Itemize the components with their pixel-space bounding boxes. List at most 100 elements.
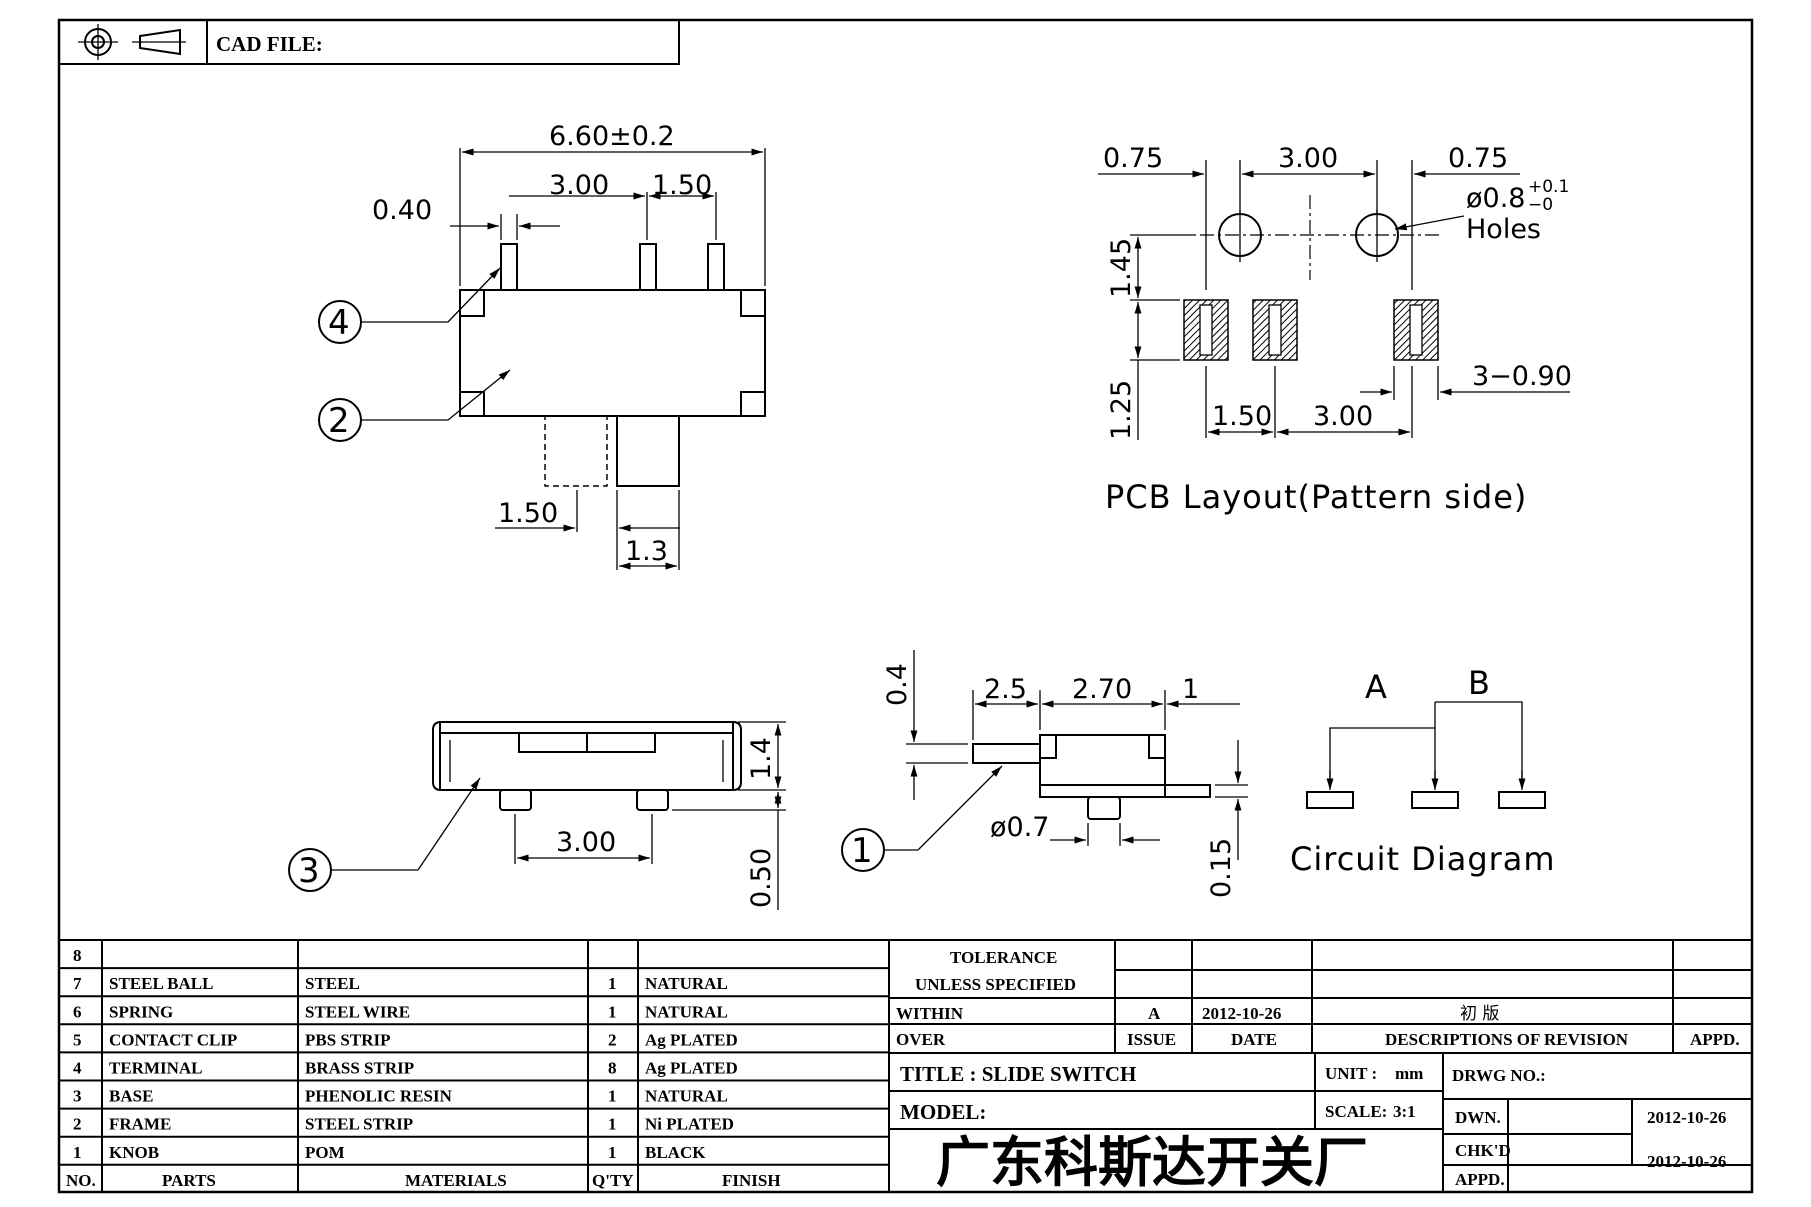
side-view: 2.5 2.70 1 0.4 0.15 ø0.7 1 — [841, 650, 1248, 898]
bom-cell-finish: BLACK — [645, 1143, 706, 1162]
bom-cell-material: POM — [305, 1143, 345, 1162]
bom-cell-qty: 1 — [608, 1143, 617, 1162]
circuit-diagram: A B Circuit Diagram — [1290, 664, 1555, 878]
knob-alt-position — [544, 415, 608, 487]
unit-value: mm — [1395, 1064, 1423, 1083]
bom-row: 8 — [73, 946, 82, 965]
dim-pcb-v2: 1.25 — [1106, 380, 1137, 440]
circuit-label-a: A — [1365, 668, 1388, 706]
frame-tab — [1039, 784, 1211, 798]
svg-text:4: 4 — [328, 303, 350, 343]
bom-cell-part: BASE — [109, 1087, 153, 1106]
bom-cell-qty: 1 — [608, 1115, 617, 1134]
dim-height: 1.4 — [746, 737, 777, 780]
bom-cell-part: SPRING — [109, 1002, 173, 1021]
terminal-foot — [636, 789, 669, 811]
dim-knob-offset: 1.50 — [498, 498, 558, 529]
bom-cell-finish: Ni PLATED — [645, 1115, 734, 1134]
dim-knob-thickness: 0.4 — [882, 663, 913, 706]
hole-tol-plus: +0.1 — [1528, 177, 1569, 197]
unit-label: UNIT : — [1325, 1064, 1377, 1083]
tolerance-label: TOLERANCE — [950, 948, 1057, 967]
dim-knob-travel: 2.5 — [984, 674, 1027, 705]
revision-date: 2012-10-26 — [1202, 1004, 1281, 1023]
dim-pcb-v1: 1.45 — [1106, 238, 1137, 298]
bom-cell-finish: NATURAL — [645, 1087, 728, 1106]
holes-label: Holes — [1466, 214, 1541, 245]
bom-cell-qty: 1 — [608, 1087, 617, 1106]
bom-cell-finish: Ag PLATED — [645, 1059, 738, 1078]
terminal-pin — [639, 243, 657, 291]
bom-cell-no: 2 — [73, 1115, 82, 1134]
first-angle-projection-icon — [78, 24, 186, 60]
dim-overall-width: 6.60±0.2 — [549, 121, 675, 152]
circuit-terminal — [1306, 791, 1354, 809]
circuit-terminal — [1498, 791, 1546, 809]
dim-body-length: 2.70 — [1072, 674, 1132, 705]
bom-cell-no: 1 — [73, 1143, 82, 1162]
bom-cell-material: STEEL STRIP — [305, 1115, 413, 1134]
unless-specified-label: UNLESS SPECIFIED — [915, 975, 1076, 994]
bom-cell-material: BRASS STRIP — [305, 1059, 414, 1078]
dim-pcb-mid: 3.00 — [1278, 143, 1338, 174]
bom-cell-no: 4 — [73, 1059, 82, 1078]
bom-cell-finish: NATURAL — [645, 974, 728, 993]
dim-pad-width: 3−0.90 — [1472, 361, 1572, 392]
over-label: OVER — [896, 1030, 946, 1049]
bom-cell-no: 7 — [73, 974, 82, 993]
bom-header-no: NO. — [66, 1171, 96, 1190]
approved-label: APPD. — [1455, 1170, 1505, 1189]
switch-body-outline — [459, 289, 766, 417]
title-block: TOLERANCE UNLESS SPECIFIED WITHIN OVER A… — [888, 939, 1753, 1194]
pin-side — [1087, 796, 1121, 820]
descriptions-header: DESCRIPTIONS OF REVISION — [1385, 1030, 1629, 1049]
bom-cell-part: STEEL BALL — [109, 974, 213, 993]
circuit-label-b: B — [1468, 664, 1491, 702]
drawn-date: 2012-10-26 — [1647, 1108, 1726, 1127]
svg-text:3: 3 — [298, 851, 320, 891]
dim-standoff: 0.50 — [746, 848, 777, 908]
svg-text:1: 1 — [851, 831, 873, 871]
dim-knob-width: 1.3 — [625, 536, 668, 567]
dim-pad-pitch-2: 3.00 — [1313, 401, 1373, 432]
bom-cell-qty: 1 — [608, 974, 617, 993]
bom-cell-no: 3 — [73, 1087, 82, 1106]
pcb-caption: PCB Layout(Pattern side) — [1105, 478, 1527, 516]
revision-description: 初 版 — [1460, 1004, 1499, 1024]
issue-header: ISSUE — [1127, 1030, 1176, 1049]
cad-file-label: CAD FILE: — [216, 32, 323, 56]
drawn-label: DWN. — [1455, 1108, 1501, 1127]
checked-date: 2012-10-26 — [1647, 1152, 1726, 1171]
dim-pin-pitch: 3.00 — [549, 170, 609, 201]
knob — [616, 415, 680, 487]
bom-cell-part: CONTACT CLIP — [109, 1030, 237, 1049]
bom-cell-qty: 1 — [608, 1002, 617, 1021]
dim-pin-width: 0.40 — [372, 195, 432, 226]
bom-cell-no: 8 — [73, 946, 82, 965]
svg-text:2: 2 — [328, 401, 350, 441]
top-view: 6.60±0.2 3.00 1.50 0.40 1.50 1.3 4 2 — [318, 121, 766, 570]
bom-header-part: PARTS — [162, 1171, 216, 1190]
dim-one: 1 — [1182, 674, 1199, 705]
date-header: DATE — [1231, 1030, 1277, 1049]
bom-cell-no: 5 — [73, 1030, 82, 1049]
company-name: 广东科斯达开关厂 — [936, 1131, 1368, 1194]
dim-pin-diameter: ø0.7 — [990, 812, 1049, 843]
bom-cell-finish: Ag PLATED — [645, 1030, 738, 1049]
terminal-pin — [707, 243, 725, 291]
dim-pcb-left: 0.75 — [1103, 143, 1163, 174]
scale-label: SCALE: — [1325, 1102, 1387, 1121]
dim-pad-pitch-1: 1.50 — [1212, 401, 1272, 432]
model-label: MODEL: — [900, 1100, 986, 1124]
within-label: WITHIN — [896, 1004, 964, 1023]
header-box: CAD FILE: — [58, 19, 680, 65]
front-view: 1.4 0.50 3.00 3 — [288, 721, 786, 910]
bom-header-finish: FINISH — [722, 1171, 781, 1190]
